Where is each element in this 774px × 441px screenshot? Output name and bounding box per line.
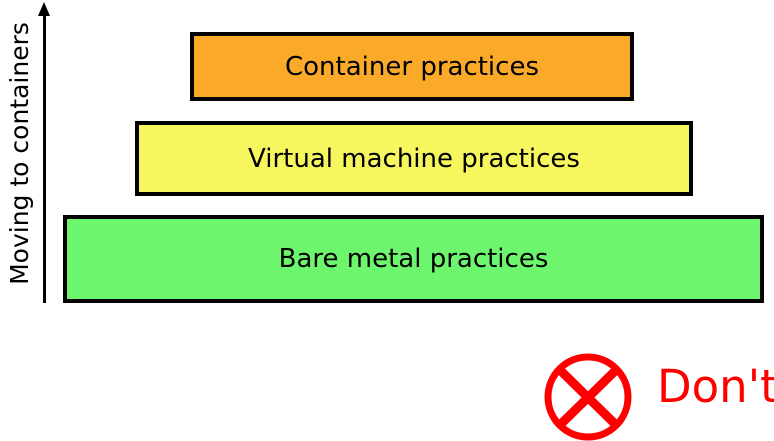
layer-label: Container practices [285,51,539,82]
arrow-line [43,13,46,303]
dont-label: Don't [657,360,774,413]
crossed-circle-icon [544,353,632,441]
layer-label: Bare metal practices [278,244,549,274]
layer-label: Virtual machine practices [248,143,580,174]
layer-bare-metal-practices: Bare metal practices [63,215,764,303]
axis-label-text: Moving to containers [4,21,34,285]
layer-virtual-machine-practices: Virtual machine practices [135,121,693,196]
axis-label: Moving to containers [0,0,38,306]
arrow-head [38,2,50,16]
layer-container-practices: Container practices [190,32,634,101]
dont-annotation: Don't [541,352,774,441]
